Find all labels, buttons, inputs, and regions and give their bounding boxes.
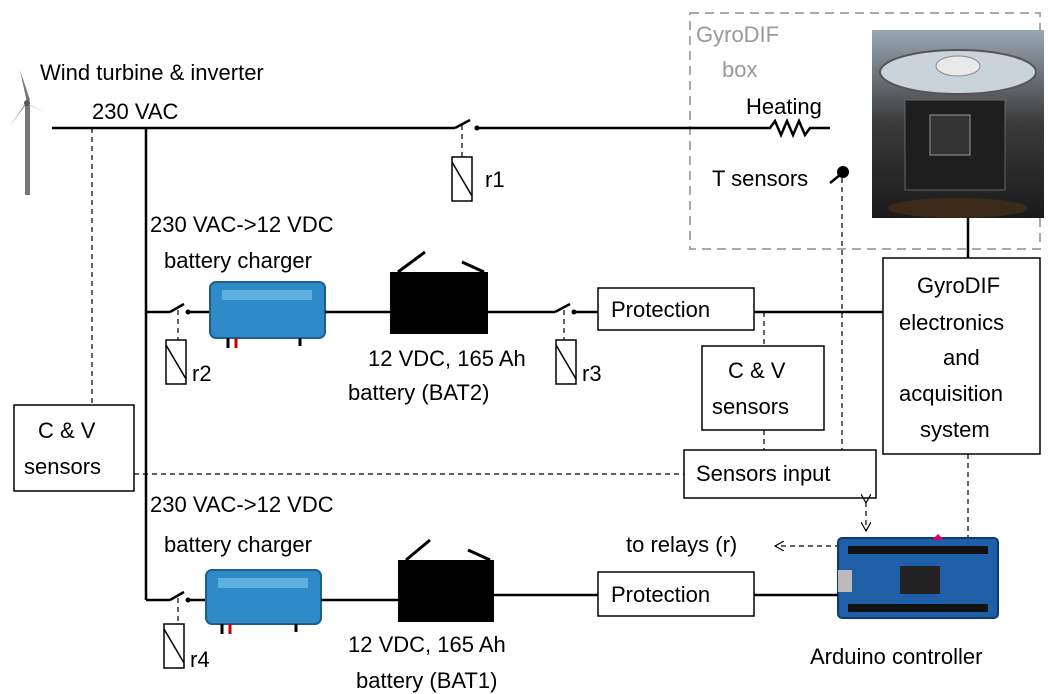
gyrodif-electronics-label-4: acquisition xyxy=(899,381,1003,406)
gyrodif-electronics-label-5: system xyxy=(920,417,990,442)
charger2-label-2: battery charger xyxy=(164,248,312,273)
relay-r1 xyxy=(451,156,473,202)
protection-2-label: Protection xyxy=(611,297,710,322)
protection-box-1 xyxy=(597,571,755,617)
heating-label: Heating xyxy=(746,94,822,119)
bat2-label-2: battery (BAT2) xyxy=(348,380,489,405)
heating-resistor xyxy=(753,117,830,139)
charger-2-icon xyxy=(209,281,326,348)
relay-r3-label: r3 xyxy=(582,361,602,386)
cv-sensors-left-label-1: C & V xyxy=(38,418,96,443)
bat2-label-1: 12 VDC, 165 Ah xyxy=(368,346,526,371)
gyrodif-electronics-label-1: GyroDIF xyxy=(917,273,1000,298)
gyrodif-box-label-1: GyroDIF xyxy=(696,22,779,47)
gyrodif-electronics-label-3: and xyxy=(943,345,980,370)
charger2-label-1: 230 VAC->12 VDC xyxy=(150,212,334,237)
bat1-label-1: 12 VDC, 165 Ah xyxy=(348,632,506,657)
battery-bat1-icon xyxy=(398,538,494,622)
cv-sensors-right-label-1: C & V xyxy=(728,358,786,383)
wind-turbine-label: Wind turbine & inverter xyxy=(40,60,264,85)
protection-1-label: Protection xyxy=(611,582,710,607)
relay-r3 xyxy=(555,339,577,385)
sensors-input-label: Sensors input xyxy=(696,461,831,486)
relay-r1-label: r1 xyxy=(485,167,505,192)
arduino-label: Arduino controller xyxy=(810,644,982,669)
cv-sensors-box-right xyxy=(701,345,825,431)
relay-r4-label: r4 xyxy=(190,647,210,672)
protection-box-2 xyxy=(597,287,755,331)
bat1-label-2: battery (BAT1) xyxy=(356,668,497,693)
relay-r2-label: r2 xyxy=(192,361,212,386)
charger-1-icon xyxy=(205,569,322,634)
cv-sensors-box-left xyxy=(13,404,135,492)
relay-r2 xyxy=(165,339,187,385)
t-sensors-label: T sensors xyxy=(712,166,808,191)
arduino-board-icon xyxy=(837,534,999,619)
charger1-label-2: battery charger xyxy=(164,532,312,557)
battery-bat2-icon xyxy=(390,250,488,334)
charger1-label-1: 230 VAC->12 VDC xyxy=(150,492,334,517)
gyrodif-photo xyxy=(872,30,1044,218)
gyrodif-electronics-box xyxy=(882,257,1041,455)
cv-sensors-right-label-2: sensors xyxy=(712,394,789,419)
cv-sensors-left-label-2: sensors xyxy=(24,454,101,479)
sensors-input-box xyxy=(683,449,877,499)
wind-turbine-icon xyxy=(10,70,45,195)
voltage-label: 230 VAC xyxy=(92,99,179,124)
to-relays-label: to relays (r) xyxy=(626,532,737,557)
relay-r4 xyxy=(163,623,185,669)
gyrodif-box-label-2: box xyxy=(722,57,757,82)
gyrodif-electronics-label-2: electronics xyxy=(899,310,1004,335)
